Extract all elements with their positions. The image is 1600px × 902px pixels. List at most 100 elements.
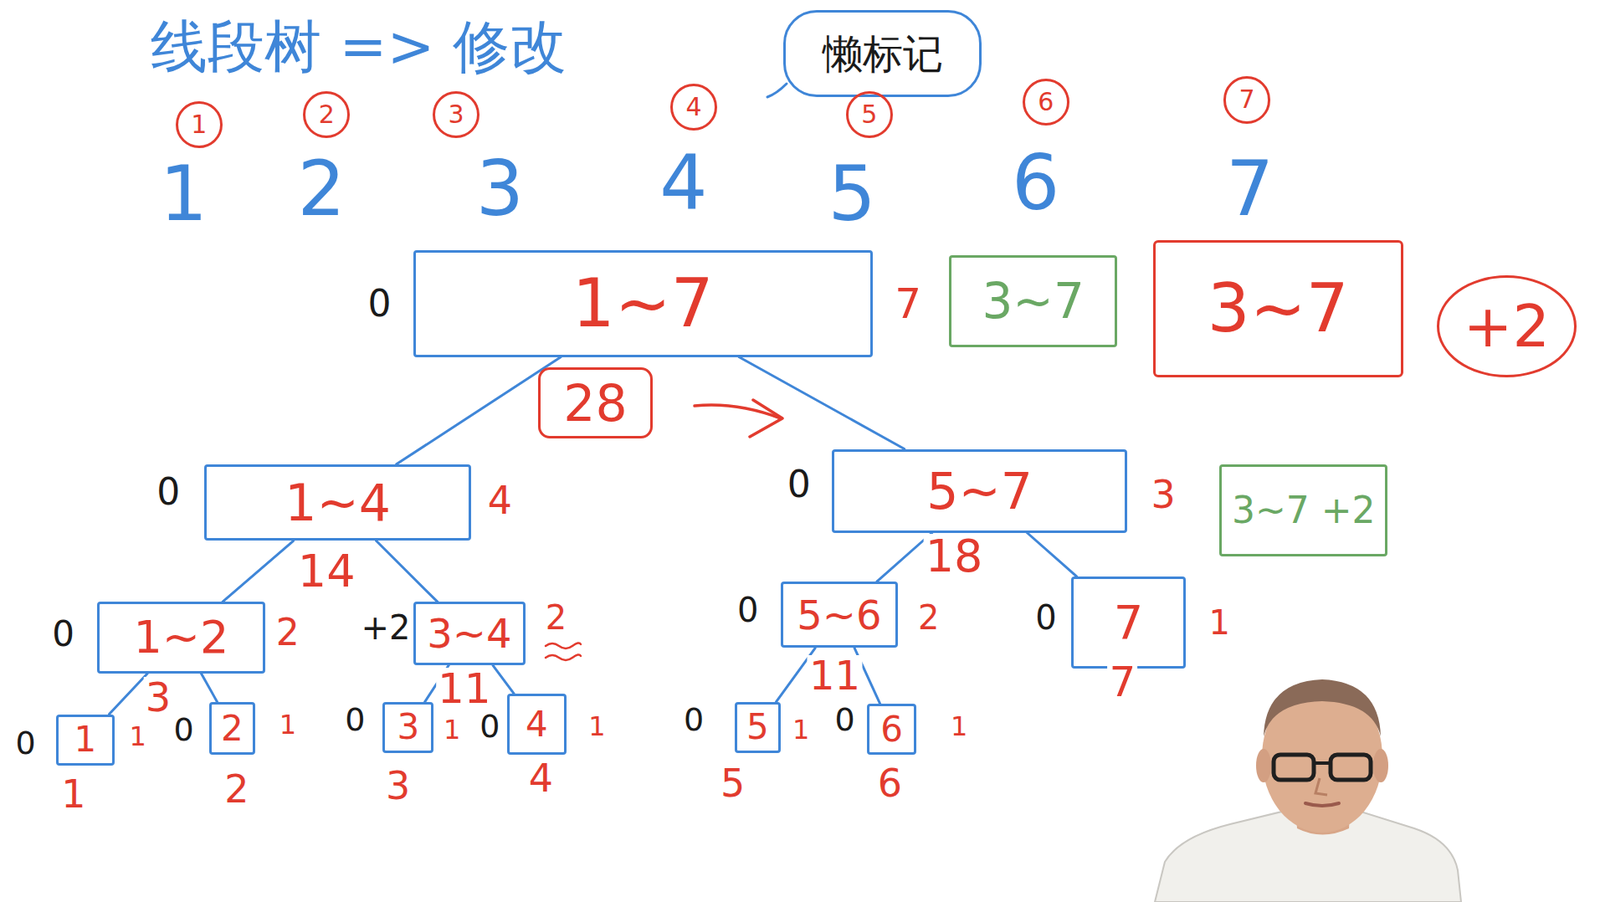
node-text: 1~2 — [133, 615, 229, 661]
tree-edge — [108, 673, 148, 715]
segment-length: 7 — [892, 282, 924, 325]
lazy-tag: +2 — [358, 610, 412, 645]
segment-length: 1 — [277, 711, 298, 739]
update-range-box: 3~7 — [948, 255, 1118, 348]
node-text: 1~4 — [284, 477, 391, 529]
segment-length: 1 — [586, 712, 607, 740]
segment-length: 2 — [916, 600, 941, 635]
index-circle: 3 — [432, 91, 480, 139]
presenter-figure — [1154, 679, 1462, 902]
segment-length: 4 — [486, 481, 514, 520]
segment-sum: 2 — [222, 769, 251, 809]
segment-sum: 6 — [876, 764, 904, 803]
segment-sum: 4 — [527, 758, 555, 798]
node-text: 3~7 — [1207, 275, 1349, 343]
leaf-node-box: 6 — [866, 703, 917, 755]
node-text: 2 — [318, 102, 335, 128]
tree-edge — [222, 540, 294, 602]
array-value: 6 — [1010, 145, 1062, 221]
node-text: 3 — [396, 709, 420, 745]
segment-sum: 14 — [296, 548, 358, 595]
segment-length: 3 — [1148, 475, 1177, 514]
array-value: 7 — [1224, 151, 1276, 227]
node-text: 6 — [1037, 89, 1054, 115]
lazy-tag: 0 — [154, 473, 182, 511]
segment-length: 1 — [790, 716, 811, 744]
node-text: 28 — [563, 378, 627, 429]
segment-length: 2 — [274, 614, 302, 652]
array-value: 3 — [474, 151, 526, 227]
node-text: 6 — [880, 712, 903, 748]
index-circle: 6 — [1022, 78, 1070, 126]
node-text: 5 — [861, 102, 877, 128]
segment-sum: 11 — [435, 667, 493, 710]
hand-arrow-head — [749, 400, 783, 437]
hand-arrow — [694, 405, 781, 419]
segment-sum: 5 — [718, 764, 747, 803]
segment-sum: 7 — [1107, 661, 1138, 703]
lazy-tag: 0 — [785, 466, 813, 503]
node-text: 3~7 +2 — [1231, 492, 1376, 529]
tree-node-box: 3~4 — [413, 601, 526, 666]
segment-sum: 3 — [384, 766, 412, 806]
index-circle: 1 — [175, 101, 223, 149]
tree-edge — [1026, 533, 1077, 577]
page-title: 线段树 => 修改 — [150, 18, 567, 76]
bubble-tail — [767, 83, 787, 98]
node-text: 7 — [1113, 599, 1144, 647]
lazy-tag: 0 — [343, 703, 367, 736]
tree-node-box: 1~2 — [97, 601, 266, 673]
index-circle: 5 — [846, 91, 893, 139]
lazy-tag: 0 — [50, 616, 77, 652]
segment-length: 2 — [543, 600, 569, 635]
segment-sum: 3 — [143, 676, 174, 718]
segment-sum: 11 — [807, 655, 862, 696]
index-circle: 2 — [302, 91, 350, 139]
tree-edge — [738, 357, 904, 450]
node-text: 5~7 — [926, 466, 1033, 517]
leaf-node-box: 1 — [56, 714, 115, 766]
node-text: 4 — [686, 94, 703, 120]
node-text: 3 — [448, 102, 465, 128]
node-text: 3~7 — [981, 276, 1084, 326]
scribble-mark — [545, 654, 581, 661]
lazy-tag: 0 — [833, 703, 857, 736]
sum-box: 28 — [538, 367, 654, 439]
tree-node-box: 5~7 — [831, 449, 1129, 534]
leaf-node-box: 2 — [209, 702, 256, 755]
lazy-tag: 0 — [13, 727, 37, 759]
index-circle: 7 — [1223, 76, 1271, 124]
node-text: 懒标记 — [822, 33, 944, 74]
tree-node-box: 1~7 — [413, 250, 873, 358]
segment-length: 1 — [1206, 605, 1231, 640]
array-value: 2 — [295, 151, 347, 227]
node-text: 5~6 — [796, 594, 882, 636]
update-range-box: 3~7 — [1153, 240, 1404, 379]
lazy-tag: 0 — [477, 710, 502, 743]
note-bubble: 懒标记 — [783, 10, 982, 98]
tree-edge — [492, 665, 514, 694]
node-text: +2 — [1463, 297, 1550, 356]
node-text: 1 — [190, 112, 207, 138]
index-circle: 4 — [670, 83, 718, 131]
node-text: 1~7 — [572, 270, 714, 338]
add-value-circle: +2 — [1436, 275, 1577, 378]
array-value: 4 — [657, 145, 709, 221]
array-value: 5 — [826, 156, 878, 232]
tree-edge — [200, 673, 217, 703]
lazy-tag: 0 — [366, 285, 394, 323]
array-value: 1 — [158, 156, 210, 232]
lazy-tag: 0 — [1033, 600, 1058, 635]
node-text: 4 — [525, 707, 549, 743]
scribble-mark — [545, 642, 581, 649]
leaf-node-box: 4 — [507, 693, 567, 755]
tree-node-box: 7 — [1071, 576, 1186, 669]
leaf-node-box: 3 — [382, 702, 434, 754]
node-text: 3~4 — [426, 613, 512, 654]
tree-node-box: 5~6 — [780, 581, 898, 648]
lazy-tag: 0 — [171, 713, 195, 746]
node-text: 5 — [746, 709, 770, 745]
